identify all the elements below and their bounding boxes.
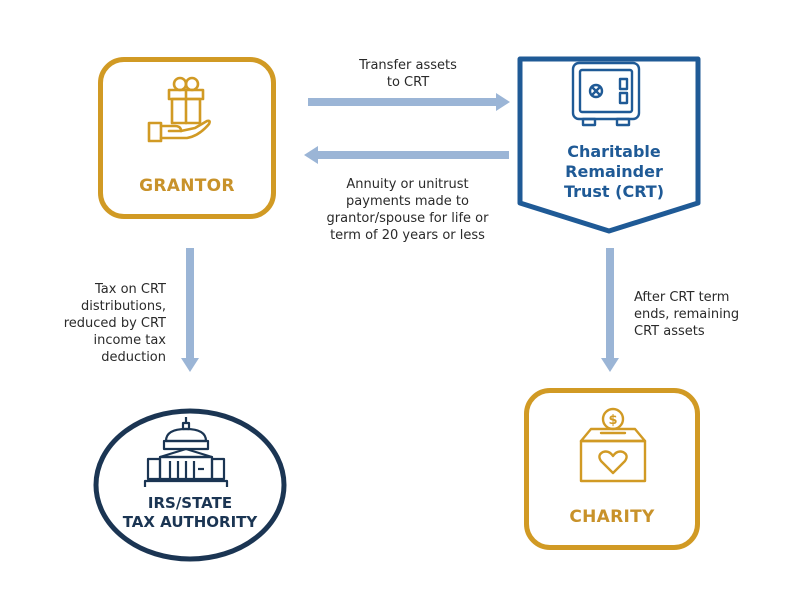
remainder-text-line: ends, remaining <box>634 307 740 322</box>
safe-icon <box>571 61 641 127</box>
trust-node-outline <box>517 56 701 234</box>
payments-arrow <box>304 146 509 164</box>
tax-text: Tax on CRT distributions, reduced by CRT… <box>38 281 166 366</box>
remainder-text: After CRT term ends, remaining CRT asset… <box>634 289 774 340</box>
transfer-text: Transfer assets to CRT <box>318 57 498 91</box>
capitol-building-icon <box>143 417 229 487</box>
grantor-label: GRANTOR <box>139 176 235 196</box>
remainder-text-line: CRT assets <box>634 324 705 339</box>
transfer-arrow <box>308 93 510 111</box>
remainder-arrow <box>601 248 619 372</box>
authority-label-line: TAX AUTHORITY <box>122 513 258 531</box>
authority-node-outline <box>93 408 287 562</box>
payments-text-line: Annuity or unitrust <box>346 177 469 192</box>
grantor-node: GRANTOR <box>98 57 276 219</box>
authority-node <box>93 408 287 562</box>
transfer-text-line: Transfer assets <box>359 58 457 73</box>
trust-node <box>517 56 701 234</box>
charity-label: CHARITY <box>569 507 655 527</box>
gift-in-hand-icon <box>147 76 211 143</box>
remainder-text-line: After CRT term <box>634 290 730 305</box>
svg-text:$: $ <box>608 413 617 428</box>
tax-text-line: deduction <box>101 350 166 365</box>
tax-text-line: income tax <box>93 333 166 348</box>
transfer-text-line: to CRT <box>386 75 430 90</box>
authority-label: IRS/STATE TAX AUTHORITY <box>100 494 280 532</box>
tax-text-line: Tax on CRT <box>94 282 166 297</box>
authority-label-line: IRS/STATE <box>147 494 233 512</box>
trust-label: Charitable Remainder Trust (CRT) <box>520 142 708 202</box>
donation-box-icon: $ <box>579 407 647 483</box>
charity-node: $ CHARITY <box>524 388 700 550</box>
payments-text-line: payments made to <box>346 194 469 209</box>
tax-text-line: reduced by CRT <box>63 316 166 331</box>
trust-label-line: Trust (CRT) <box>563 182 665 201</box>
tax-arrow <box>181 248 199 372</box>
trust-label-line: Charitable <box>567 142 661 161</box>
payments-text-line: grantor/spouse for life or <box>326 211 489 226</box>
trust-label-line: Remainder <box>565 162 663 181</box>
tax-text-line: distributions, <box>81 299 166 314</box>
payments-text: Annuity or unitrust payments made to gra… <box>300 176 515 244</box>
payments-text-line: term of 20 years or less <box>330 228 485 243</box>
